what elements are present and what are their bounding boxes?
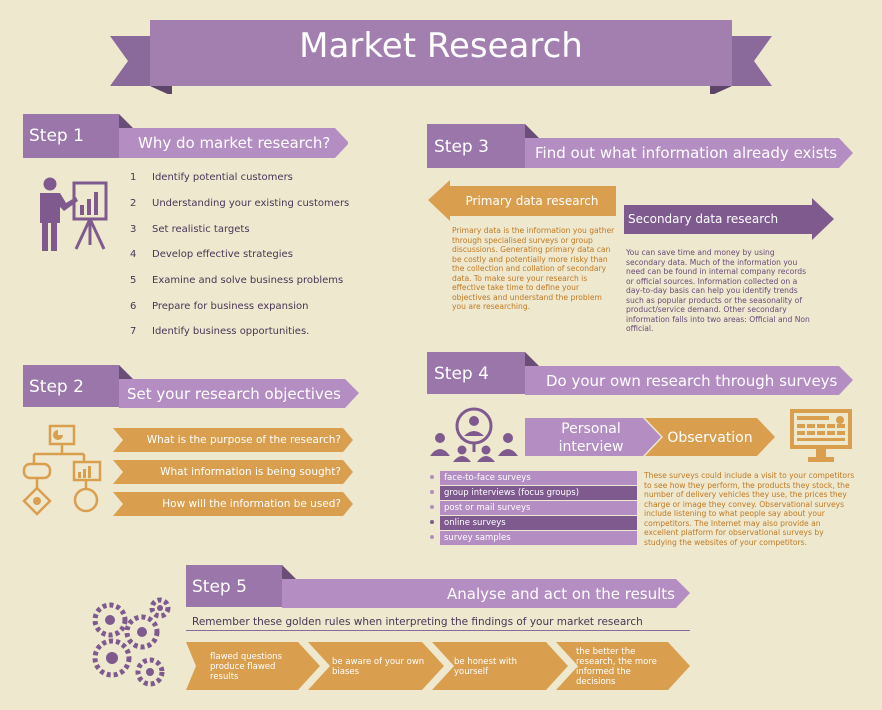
monitor-icon: [790, 409, 852, 462]
list-item: Identify business opportunities.: [152, 326, 310, 337]
golden-rules-arrows: [186, 642, 690, 690]
step5-label: Step 5: [192, 577, 247, 597]
step3-banner: [427, 124, 853, 168]
step2-heading: Set your research objectives: [127, 385, 341, 403]
survey-item: group interviews (focus groups): [440, 486, 637, 500]
page-title: Market Research: [299, 26, 583, 66]
bullet-icon: [430, 535, 434, 539]
people-group-icon: [430, 407, 518, 462]
step4-heading: Do your own research through surveys: [546, 372, 838, 390]
step4-label: Step 4: [434, 364, 489, 384]
step2-question-arrows: [113, 428, 353, 516]
rule-2: be aware of your own biases: [332, 657, 425, 677]
survey-item: post or mail surveys: [440, 501, 637, 515]
rule-1: flawed questions produce flawed results: [210, 652, 282, 682]
list-item: Set realistic targets: [152, 224, 250, 235]
personal-interview-label: Personal interview: [558, 421, 624, 455]
step2-banner: [23, 365, 359, 408]
list-item-number: 2: [130, 198, 137, 209]
list-item-number: 5: [130, 275, 137, 286]
step5-subheading: Remember these golden rules when interpr…: [192, 616, 643, 628]
divider: [186, 630, 690, 631]
list-item-number: 6: [130, 301, 137, 312]
observation-label: Observation: [667, 430, 753, 446]
secondary-data-arrow: [624, 198, 834, 240]
step1-label: Step 1: [29, 126, 84, 146]
rule-3: be honest with yourself: [454, 657, 518, 677]
survey-item: survey samples: [440, 531, 637, 545]
question-2: What information is being sought?: [160, 466, 341, 478]
bullet-icon: [430, 505, 434, 509]
step5-banner: [186, 565, 690, 608]
question-1: What is the purpose of the research?: [146, 434, 341, 446]
survey-item: online surveys: [440, 516, 637, 530]
step4-banner: [427, 352, 853, 395]
bullet-icon: [430, 520, 434, 524]
bullet-icon: [430, 490, 434, 494]
list-item: Understanding your existing customers: [152, 198, 350, 209]
presenter-icon: [40, 177, 108, 251]
gears-icon: [92, 597, 171, 687]
primary-data-heading: Primary data research: [465, 194, 599, 208]
list-item-number: 4: [130, 249, 137, 260]
step1-heading: Why do market research?: [138, 134, 331, 152]
list-item-number: 1: [130, 172, 137, 183]
interview-observation-arrows: [525, 418, 775, 456]
list-item: Prepare for business expansion: [152, 301, 309, 312]
step3-label: Step 3: [434, 137, 489, 157]
secondary-data-heading: Secondary data research: [628, 212, 779, 226]
list-item: Identify potential customers: [152, 172, 293, 183]
survey-item: face-to-face surveys: [440, 471, 637, 485]
question-3: How will the information be used?: [162, 498, 341, 510]
step2-label: Step 2: [29, 377, 84, 397]
step1-banner: [23, 114, 348, 158]
step3-heading: Find out what information already exists: [535, 144, 838, 162]
list-item: Develop effective strategies: [152, 249, 293, 260]
bullet-icon: [430, 475, 434, 479]
list-item-number: 7: [130, 326, 137, 337]
list-item-number: 3: [130, 224, 137, 235]
primary-data-text: Primary data is the information you gath…: [452, 226, 615, 311]
flowchart-icon: [22, 424, 102, 516]
rule-4: the better the research, the more inform…: [576, 647, 657, 687]
primary-data-arrow: [428, 180, 616, 221]
secondary-data-text: You can save time and money by using sec…: [626, 248, 810, 333]
observation-text: These surveys could include a visit to y…: [644, 471, 855, 547]
step5-heading: Analyse and act on the results: [447, 585, 675, 603]
title-banner: [110, 20, 772, 94]
list-item: Examine and solve business problems: [152, 275, 344, 286]
